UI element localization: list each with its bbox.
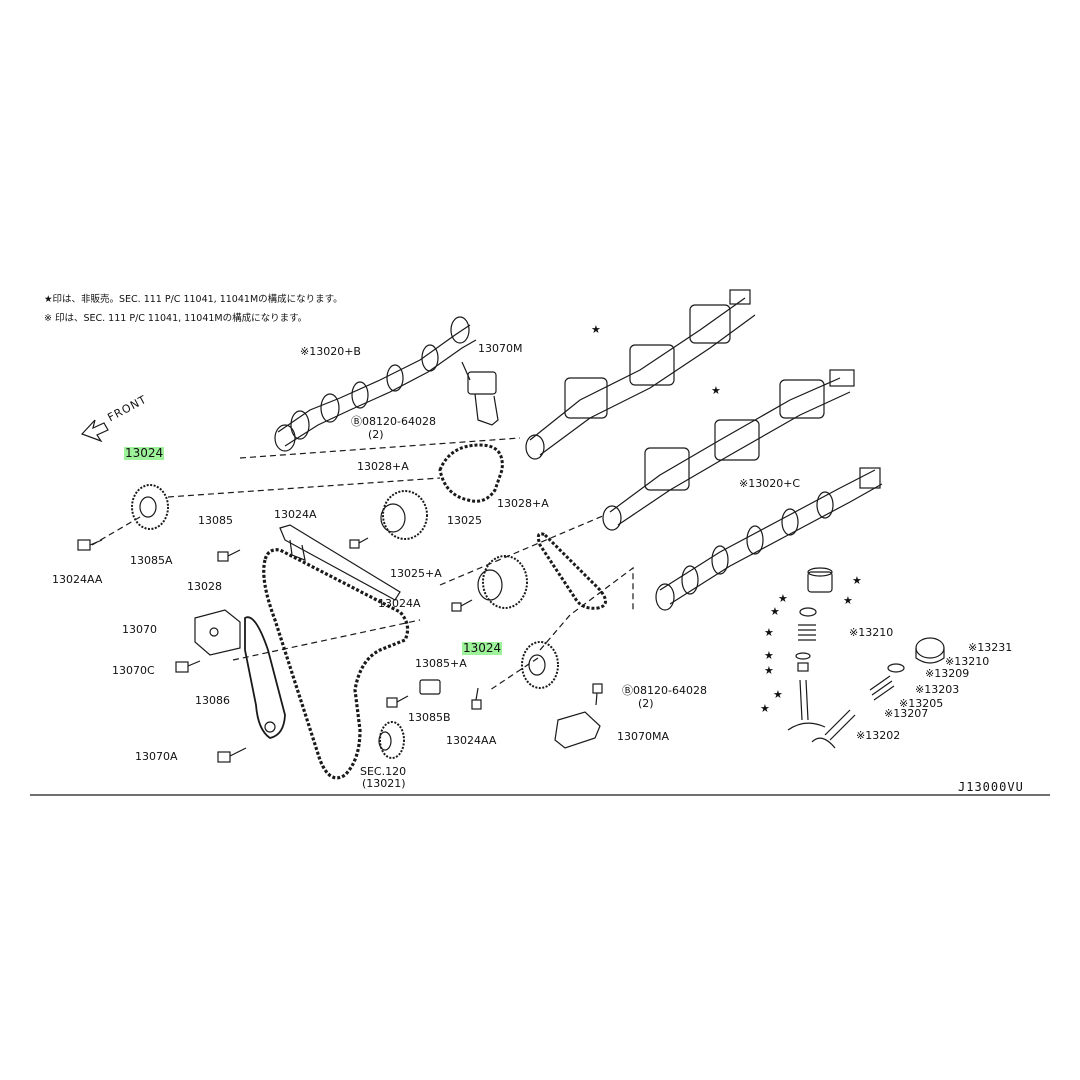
chain-13028a-top xyxy=(438,443,504,503)
star-marker: ★ xyxy=(773,688,783,701)
bolt-13070c xyxy=(175,660,201,673)
label-13024aa-mid[interactable]: 13024AA xyxy=(446,734,497,747)
guide-13085 xyxy=(279,524,401,601)
label-13231[interactable]: ※13231 xyxy=(968,641,1013,654)
label-13024-highlighted-mid[interactable]: 13024 xyxy=(462,641,503,655)
star-marker: ★ xyxy=(764,649,774,662)
bolt-13070a xyxy=(217,747,247,763)
asterisk-note: ※ 印は、SEC. 111 P/C 11041, 11041Mの構成になります。 xyxy=(44,313,308,324)
label-13085b[interactable]: 13085B xyxy=(408,711,451,724)
bolt-b-icon: Ⓑ xyxy=(622,684,633,697)
camshaft-upper-right xyxy=(525,289,756,460)
bolt-13024aa-left xyxy=(77,539,103,551)
label-13202[interactable]: ※13202 xyxy=(856,729,901,742)
star-marker: ★ xyxy=(770,605,780,618)
label-13070[interactable]: 13070 xyxy=(122,623,157,636)
valve-spring xyxy=(798,624,816,641)
label-13020c[interactable]: ※13020+C xyxy=(739,477,801,490)
sprocket-13025a xyxy=(477,555,528,609)
front-arrow-icon xyxy=(80,419,109,443)
tensioner-13070 xyxy=(194,609,241,656)
bolt-13085b xyxy=(386,695,409,708)
label-13020b[interactable]: ※13020+B xyxy=(300,345,361,358)
valve-exhaust xyxy=(787,679,826,731)
label-13085a[interactable]: 13085A xyxy=(130,554,173,567)
camshaft-middle-right xyxy=(602,369,855,531)
star-marker: ★ xyxy=(778,592,788,605)
label-08120-bottom-qty: (2) xyxy=(638,697,654,710)
label-13028a-top[interactable]: 13028+A xyxy=(357,460,409,473)
bolt-b-icon: Ⓑ xyxy=(351,415,362,428)
bolt-08120-bottom xyxy=(592,683,603,706)
label-13024a-mid[interactable]: 13024A xyxy=(378,597,421,610)
label-08120-bottom[interactable]: Ⓑ08120-64028 xyxy=(622,684,707,697)
label-13028[interactable]: 13028 xyxy=(187,580,222,593)
label-13070ma[interactable]: 13070MA xyxy=(617,730,670,743)
bolt-13024a-top xyxy=(349,537,369,549)
star-marker: ★ xyxy=(711,384,721,397)
label-13085a-plus[interactable]: 13085+A xyxy=(415,657,467,670)
label-13210-right[interactable]: ※13210 xyxy=(945,655,990,668)
label-13210-left[interactable]: ※13210 xyxy=(849,626,894,639)
label-13024-highlighted-left[interactable]: 13024 xyxy=(124,446,165,460)
sprocket-13024-mid xyxy=(521,641,559,689)
valve-seat xyxy=(795,652,811,672)
label-13070c[interactable]: 13070C xyxy=(112,664,155,677)
sprocket-13024-left xyxy=(131,484,169,530)
lifter-right xyxy=(915,637,945,664)
star-marker: ★ xyxy=(843,594,853,607)
chain-13028a-right xyxy=(536,532,607,610)
label-13028a-right[interactable]: 13028+A xyxy=(497,497,549,510)
label-13070m[interactable]: 13070M xyxy=(478,342,523,355)
camshaft-b xyxy=(274,316,477,452)
star-marker: ★ xyxy=(764,626,774,639)
valve-intake xyxy=(811,709,856,749)
label-sec120-sub: (13021) xyxy=(362,777,406,790)
star-marker: ★ xyxy=(852,574,862,587)
arm-13086 xyxy=(244,616,286,739)
star-marker: ★ xyxy=(760,702,770,715)
label-13209[interactable]: ※13209 xyxy=(925,667,970,680)
crank-sprocket xyxy=(378,721,405,759)
star-note: ★印は、非販売。SEC. 111 P/C 11041, 11041Mの構成になり… xyxy=(44,294,343,305)
label-13205[interactable]: ※13205 xyxy=(899,697,944,710)
guide-13085a xyxy=(419,679,441,695)
label-13024aa-left[interactable]: 13024AA xyxy=(52,573,103,586)
valve-lifter xyxy=(807,567,833,593)
tensioner-13070m xyxy=(461,361,499,426)
label-13203[interactable]: ※13203 xyxy=(915,683,960,696)
star-marker: ★ xyxy=(764,664,774,677)
label-sec120[interactable]: SEC.120 xyxy=(360,765,407,778)
label-08120-top[interactable]: Ⓑ08120-64028 xyxy=(351,415,436,428)
label-13025a[interactable]: 13025+A xyxy=(390,567,442,580)
label-13025[interactable]: 13025 xyxy=(447,514,482,527)
sprocket-13025 xyxy=(380,490,428,540)
label-13024a-top[interactable]: 13024A xyxy=(274,508,317,521)
spring-right xyxy=(869,663,905,701)
camshaft-c xyxy=(655,467,883,611)
bolt-13024aa-mid xyxy=(471,687,482,710)
label-13085[interactable]: 13085 xyxy=(198,514,233,527)
label-13070a[interactable]: 13070A xyxy=(135,750,178,763)
valve-retainer xyxy=(799,607,817,617)
label-13207[interactable]: ※13207 xyxy=(884,707,929,720)
label-08120-top-qty: (2) xyxy=(368,428,384,441)
diagram-code: J13000VU xyxy=(958,780,1024,794)
bolt-13085a xyxy=(217,549,241,562)
bolt-13024a-mid xyxy=(451,599,473,612)
tensioner-13070ma xyxy=(554,711,601,749)
chain-13028 xyxy=(262,548,410,780)
label-13086[interactable]: 13086 xyxy=(195,694,230,707)
star-marker: ★ xyxy=(591,323,601,336)
